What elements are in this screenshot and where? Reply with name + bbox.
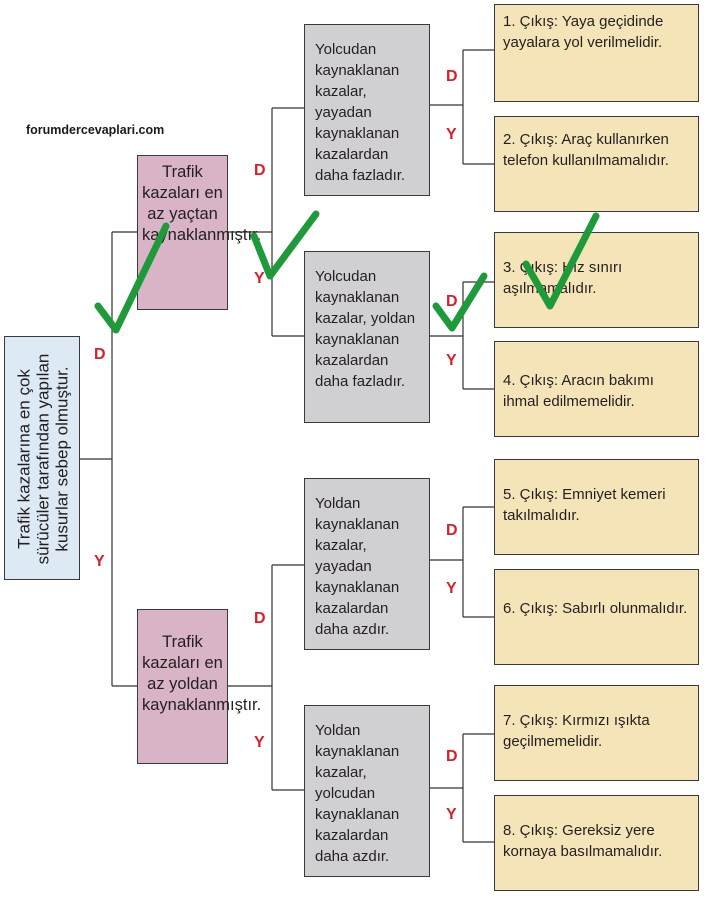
level2-box-4: Yoldan kaynaklanan kazalar, yolcudan kay…: [304, 705, 430, 877]
branch-label-y: Y: [94, 553, 105, 570]
output-box-2: 2. Çıkış: Araç kullanırken telefon kulla…: [494, 116, 699, 212]
level1-bottom-box: Trafik kazaları en az yoldan kaynaklanmı…: [137, 609, 261, 764]
output-text-6: 6. Çıkış: Sabırlı olunmalıdır.: [503, 600, 688, 617]
branch-label-d: D: [446, 293, 458, 310]
branch-label-d: D: [446, 522, 458, 539]
output-text-3: 3. Çıkış: Hız sınırı aşılmamalıdır.: [503, 259, 623, 297]
output-box-5: 5. Çıkış: Emniyet kemeri takılmalıdır.: [494, 459, 699, 555]
branch-label-y: Y: [446, 580, 457, 597]
output-text-7: 7. Çıkış: Kırmızı ışıkta geçilmemelidir.: [503, 712, 650, 750]
level2-box-1: Yolcudan kaynaklanan kazalar, yayadan ka…: [304, 24, 430, 196]
branch-label-d: D: [254, 610, 266, 627]
output-box-1: 1. Çıkış: Yaya geçidinde yayalara yol ve…: [494, 4, 699, 102]
level2-statement-4: Yoldan kaynaklanan kazalar, yolcudan kay…: [315, 722, 400, 865]
output-text-5: 5. Çıkış: Emniyet kemeri takılmalıdır.: [503, 486, 666, 524]
branch-label-d: D: [94, 346, 106, 363]
level2-box-2: Yolcudan kaynaklanan kazalar, yoldan kay…: [304, 251, 430, 423]
level2-statement-1: Yolcudan kaynaklanan kazalar, yayadan ka…: [315, 41, 406, 184]
branch-label-y: Y: [446, 352, 457, 369]
level1-bottom-statement: Trafik kazaları en az yoldan kaynaklanmı…: [142, 633, 262, 714]
branch-label-d: D: [254, 162, 266, 179]
output-text-2: 2. Çıkış: Araç kullanırken telefon kulla…: [503, 131, 669, 169]
output-box-3: 3. Çıkış: Hız sınırı aşılmamalıdır.: [494, 232, 699, 328]
output-box-4: 4. Çıkış: Aracın bakımı ihmal edilmemeli…: [494, 341, 699, 437]
output-box-7: 7. Çıkış: Kırmızı ışıkta geçilmemelidir.: [494, 685, 699, 781]
watermark: forumdercevaplari.com: [26, 123, 165, 137]
level2-statement-2: Yolcudan kaynaklanan kazalar, yoldan kay…: [315, 268, 416, 390]
branch-label-y: Y: [254, 270, 265, 287]
root-statement: Trafik kazalarına en çok sürücüler taraf…: [14, 353, 72, 565]
branch-label-d: D: [446, 748, 458, 765]
level1-top-statement: Trafik kazaları en az yaçtan kaynaklanmı…: [142, 163, 262, 244]
output-text-8: 8. Çıkış: Gereksiz yere kornaya basılmam…: [503, 822, 663, 860]
branch-label-y: Y: [254, 734, 265, 751]
branch-label-d: D: [446, 68, 458, 85]
level2-box-3: Yoldan kaynaklanan kazalar, yayadan kayn…: [304, 478, 430, 650]
level2-statement-3: Yoldan kaynaklanan kazalar, yayadan kayn…: [315, 495, 400, 638]
output-text-1: 1. Çıkış: Yaya geçidinde yayalara yol ve…: [503, 13, 664, 51]
branch-label-y: Y: [446, 806, 457, 823]
root-decision-box: Trafik kazalarına en çok sürücüler taraf…: [4, 336, 80, 580]
output-text-4: 4. Çıkış: Aracın bakımı ihmal edilmemeli…: [503, 372, 654, 410]
branch-label-y: Y: [446, 126, 457, 143]
output-box-8: 8. Çıkış: Gereksiz yere kornaya basılmam…: [494, 795, 699, 891]
level1-top-box: Trafik kazaları en az yaçtan kaynaklanmı…: [137, 155, 261, 310]
output-box-6: 6. Çıkış: Sabırlı olunmalıdır.: [494, 569, 699, 665]
